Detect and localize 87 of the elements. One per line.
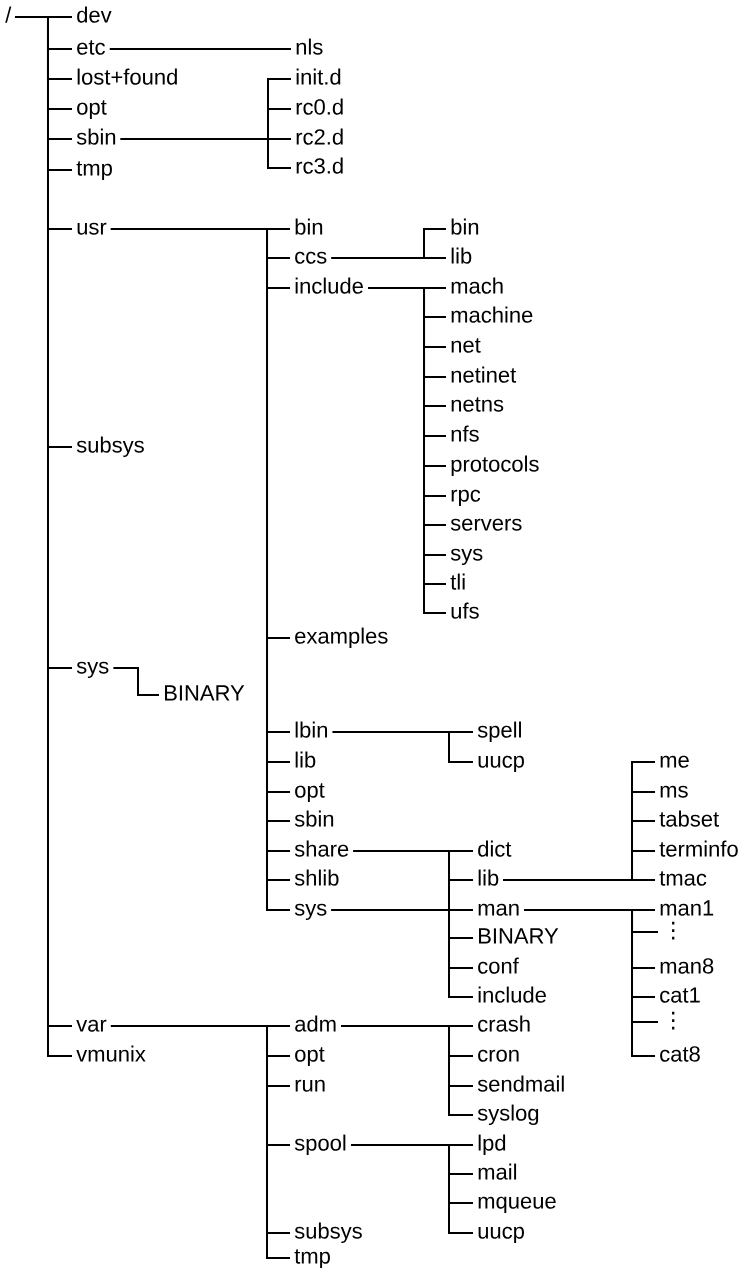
directory-name: lib — [451, 247, 472, 264]
directory-name: include — [295, 277, 363, 294]
directory-name: sbin — [294, 810, 334, 827]
directory-name: var — [76, 1019, 107, 1032]
directory-name: mqueue — [478, 1196, 556, 1214]
directory-name: bin — [295, 218, 323, 235]
directory-name: share — [294, 840, 349, 857]
directory-name: man1 — [660, 900, 714, 916]
directory-name: shlib — [294, 869, 339, 886]
directory-name: include — [478, 986, 546, 1003]
directory-name: cat8 — [660, 1046, 700, 1062]
tree-line — [502, 879, 656, 881]
directory-name: tabset — [659, 810, 719, 827]
directory-name: tmp — [294, 1249, 330, 1269]
directory-name: run — [295, 1079, 325, 1092]
directory-name: machine — [451, 306, 533, 323]
directory-name: tmac — [659, 871, 707, 886]
directory-name: lbin — [295, 721, 327, 738]
directory-name: subsys — [76, 436, 144, 458]
directory-name: lib — [478, 869, 499, 886]
directory-name: sys — [294, 903, 327, 921]
directory-name: nls — [296, 38, 323, 55]
directory-name: init.d — [296, 68, 341, 85]
directory-name: mach — [451, 277, 503, 294]
directory-name: dev — [77, 6, 112, 23]
directory-name: me — [660, 755, 689, 768]
tree-line — [119, 138, 292, 169]
directory-name: nfs — [451, 425, 479, 442]
directory-name: bin — [451, 218, 479, 235]
directory-name: sys — [450, 548, 483, 566]
directory-name: uucp — [478, 755, 524, 773]
directory-name: conf — [478, 957, 519, 974]
directory-name: net — [451, 338, 481, 353]
directory-name: sbin — [76, 128, 116, 145]
directory-name: adm — [295, 1015, 336, 1032]
tree-line — [350, 1144, 474, 1234]
directory-name: netinet — [451, 366, 517, 383]
directory-name: netns — [451, 397, 504, 412]
directory-name: tli — [450, 573, 465, 590]
directory-name: sys — [76, 661, 109, 679]
directory-name: spool — [294, 1134, 346, 1156]
directory-name: mail — [478, 1163, 517, 1180]
directory-name: terminfo — [659, 840, 738, 857]
directory-name: opt — [295, 1047, 325, 1067]
directory-name: tmp — [76, 161, 112, 181]
directory-name: lpd — [478, 1134, 506, 1156]
directory-name: subsys — [294, 1222, 362, 1244]
tree-line — [340, 1025, 474, 1116]
directory-name: opt — [77, 100, 107, 120]
directory-name: ⋮ — [672, 1011, 675, 1030]
directory-name: crash — [478, 1015, 530, 1032]
tree-line — [330, 909, 474, 998]
directory-name: spell — [477, 721, 521, 743]
directory-name: lost+found — [77, 68, 177, 85]
tree-line — [112, 667, 160, 696]
directory-name: servers — [450, 518, 522, 531]
tree-line — [330, 257, 447, 259]
directory-name: man8 — [660, 958, 714, 974]
directory-name: man — [478, 903, 519, 916]
directory-name: examples — [295, 627, 388, 649]
tree-line — [331, 731, 474, 763]
directory-name: etc — [77, 40, 105, 55]
directory-name: vmunix — [76, 1045, 146, 1062]
directory-name: / — [5, 6, 12, 23]
directory-name: protocols — [451, 455, 539, 477]
directory-name: dict — [478, 840, 512, 857]
directory-name: ms — [660, 785, 688, 798]
directory-name: BINARY — [165, 685, 245, 701]
directory-name: cron — [478, 1049, 519, 1062]
tree-line — [108, 48, 292, 50]
directory-name: ⋮ — [672, 921, 675, 940]
directory-name: cat1 — [660, 987, 700, 1003]
directory-name: opt — [295, 783, 325, 803]
directory-name: uucp — [478, 1226, 524, 1244]
directory-name: BINARY — [479, 928, 559, 944]
tree-line — [352, 850, 474, 911]
directory-name: lib — [295, 751, 316, 768]
directory-name: rc2.d — [296, 128, 343, 145]
directory-name: ccs — [295, 251, 327, 264]
directory-name: rc0.d — [296, 98, 343, 115]
directory-name: syslog — [477, 1104, 539, 1126]
directory-name: ufs — [451, 602, 479, 619]
tree-line — [523, 909, 656, 1057]
directory-name: rc3.d — [296, 157, 343, 174]
directory-name: rpc — [451, 489, 481, 507]
directory-name: sendmail — [477, 1075, 564, 1092]
directory-name: usr — [77, 222, 107, 235]
